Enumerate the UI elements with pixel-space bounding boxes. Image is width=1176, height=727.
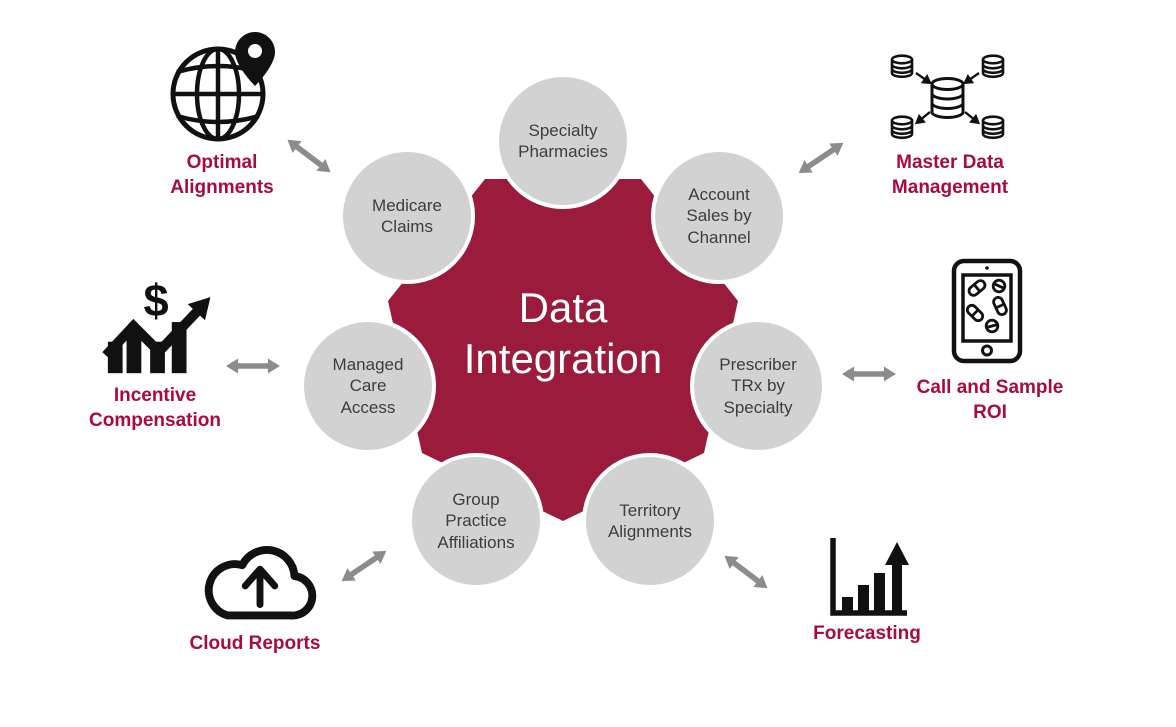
bidirectional-arrow-call-sample-roi <box>842 366 896 382</box>
bidirectional-arrow-forecasting <box>724 555 768 589</box>
center-title-line1: Data <box>518 284 608 331</box>
label-forecasting: Forecasting <box>813 623 921 644</box>
label-cloud-reports: Cloud Reports <box>189 633 321 654</box>
sync-arrows <box>914 72 981 125</box>
globe-location-pin-icon <box>170 32 275 142</box>
node-specialty-pharmacies: Specialty Pharmacies <box>495 73 631 209</box>
bidirectional-arrow-master-data <box>798 142 844 174</box>
dollar-growth-chart-icon: $ <box>102 275 211 374</box>
svg-text:$: $ <box>143 275 168 326</box>
center-title: Data Integration <box>413 282 713 384</box>
node-managed-care-access: Managed Care Access <box>300 318 436 454</box>
label-master-data-management: Master Data Management <box>891 152 1009 198</box>
tablet-pills-icon <box>951 258 1023 364</box>
bidirectional-arrow-optimal-alignments <box>287 139 331 173</box>
node-account-sales-by-channel: Account Sales by Channel <box>651 148 787 284</box>
label-call-and-sample-roi: Call and Sample ROI <box>916 377 1064 423</box>
database-network-icon <box>890 54 1005 140</box>
label-incentive-compensation: Incentive Compensation <box>89 385 221 431</box>
node-prescriber-trx-by-specialty: Prescriber TRx by Specialty <box>690 318 826 454</box>
bar-chart-growth-arrow-icon <box>830 538 909 616</box>
bidirectional-arrow-cloud-reports <box>341 550 387 582</box>
node-territory-alignments: Territory Alignments <box>582 453 718 589</box>
bidirectional-arrow-incentive-compensation <box>226 358 280 374</box>
center-title-line2: Integration <box>463 335 663 382</box>
label-optimal-alignments: Optimal Alignments <box>170 152 274 198</box>
cloud-upload-icon <box>204 546 317 620</box>
node-group-practice-affiliations: Group Practice Affiliations <box>408 453 544 589</box>
node-medicare-claims: Medicare Claims <box>339 148 475 284</box>
